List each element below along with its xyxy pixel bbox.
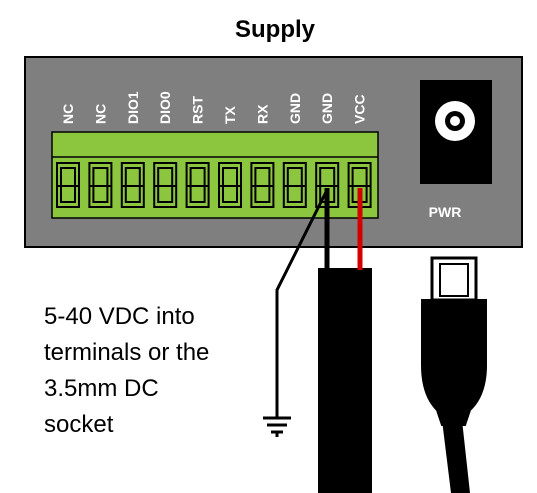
description-line-3: 3.5mm DC (44, 375, 159, 402)
terminal-labels: NC NC DIO1 DIO0 RST TX RX GND GND VCC (60, 91, 368, 124)
terminal-screw-3 (120, 162, 145, 208)
terminal-label-3: DIO1 (125, 91, 141, 124)
terminal-label-1: NC (60, 104, 76, 124)
power-jack-pin (450, 116, 460, 126)
terminal-label-8: GND (287, 93, 303, 124)
terminal-label-10: VCC (352, 94, 368, 124)
terminal-screw-7 (250, 162, 275, 208)
terminal-screw-8 (282, 162, 307, 208)
terminal-screw-5 (185, 162, 210, 208)
diagram-title: Supply (235, 16, 316, 43)
supply-cable (318, 268, 372, 493)
terminal-screw-6 (218, 162, 242, 208)
terminal-screw-2 (88, 162, 113, 208)
description-line-1: 5-40 VDC into (44, 303, 195, 330)
description-line-4: socket (44, 411, 114, 438)
terminal-label-5: RST (190, 96, 206, 124)
power-jack-label: PWR (429, 204, 462, 220)
ground-symbol-icon (263, 416, 291, 437)
terminal-screws (56, 162, 372, 208)
terminal-label-7: RX (254, 104, 270, 124)
terminal-label-6: TX (222, 105, 238, 124)
terminal-label-2: NC (92, 104, 108, 124)
terminal-label-4: DIO0 (157, 91, 173, 124)
description-line-2: terminals or the (44, 339, 209, 366)
dc-plug-icon (421, 256, 487, 493)
ground-lead (275, 189, 329, 418)
terminal-screw-4 (153, 162, 178, 208)
terminal-label-9: GND (319, 93, 335, 124)
terminal-screw-1 (56, 162, 80, 208)
